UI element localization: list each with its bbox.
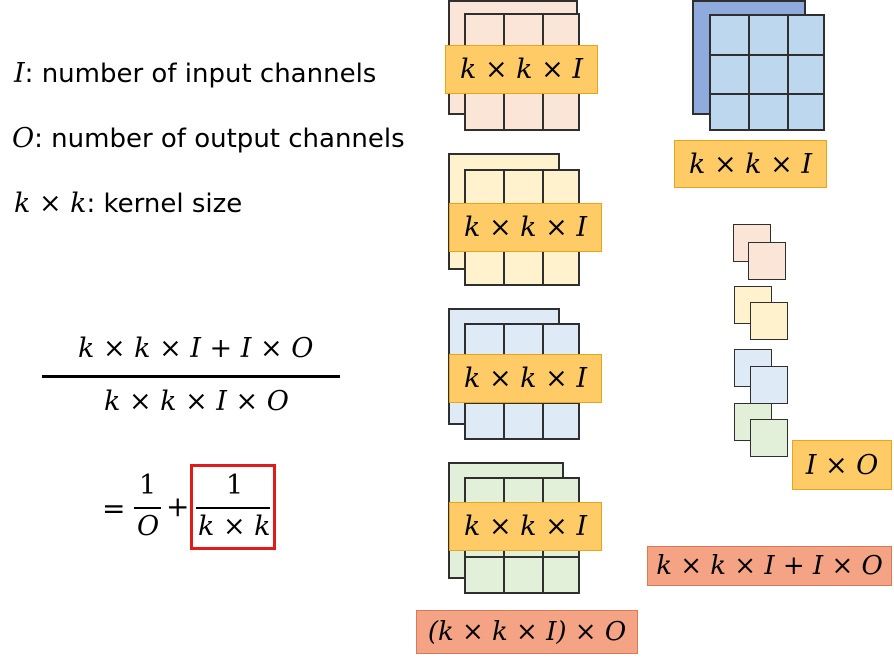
output-channels-text: : number of output channels	[34, 124, 405, 154]
ratio-numerator: k × k × I + I × O	[78, 333, 314, 364]
pointwise-sq-4-front	[750, 419, 788, 457]
std-filter-label-3: k × k × I	[449, 354, 602, 403]
term1-numerator: 1	[139, 470, 157, 501]
kernel-size-legend: k × k: kernel size	[14, 188, 242, 219]
input-channels-text: : number of input channels	[24, 59, 377, 89]
depthwise-filter-front	[709, 14, 825, 131]
std-filter-label-4: k × k × I	[449, 502, 602, 551]
pointwise-label: I × O	[792, 440, 892, 490]
kernel-symbol: k × k	[14, 188, 87, 219]
plus-sign: +	[166, 490, 190, 523]
term2-numerator: 1	[226, 470, 244, 501]
pointwise-sq-2-front	[750, 302, 788, 340]
ratio-denominator: k × k × I × O	[104, 386, 289, 417]
std-total-label: (k × k × I) × O	[416, 610, 638, 654]
std-filter-label-2: k × k × I	[449, 203, 602, 252]
kernel-size-text: : kernel size	[86, 189, 243, 219]
term1-denominator: O	[137, 511, 160, 542]
term2-fraction-line	[196, 507, 270, 509]
highlight-box	[190, 464, 276, 550]
term2-denominator: k × k	[198, 511, 271, 542]
pointwise-sq-3-front	[750, 366, 788, 404]
input-channels-legend: I: number of input channels	[14, 58, 376, 89]
depthwise-label: k × k × I	[674, 140, 827, 188]
output-channels-legend: O: number of output channels	[12, 123, 405, 154]
separable-total-label: k × k × I + I × O	[647, 546, 892, 586]
term1-fraction-line	[134, 507, 161, 509]
pointwise-sq-1-front	[748, 242, 786, 280]
equals-sign: =	[102, 492, 126, 525]
output-symbol: O	[12, 123, 35, 154]
input-symbol: I	[14, 58, 25, 89]
std-filter-label-1: k × k × I	[445, 45, 598, 94]
ratio-fraction-line	[42, 375, 340, 378]
